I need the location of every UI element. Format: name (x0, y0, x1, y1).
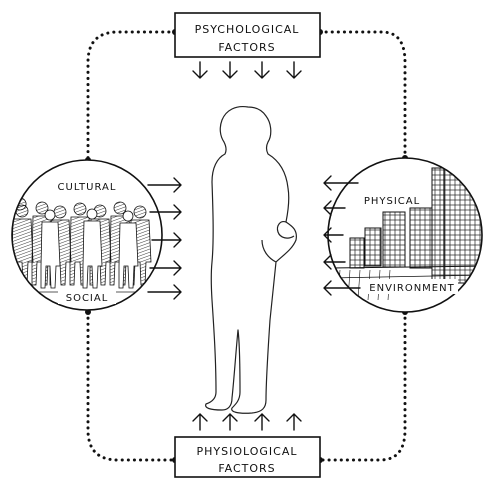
physiological-label: PHYSIOLOGICAL (196, 445, 297, 458)
physical-label: PHYSICAL (364, 196, 420, 207)
social-label: SOCIAL (66, 293, 109, 304)
standing-person-outline (205, 105, 297, 414)
cultural-label: CULTURAL (58, 182, 117, 193)
right-arrows (323, 175, 361, 296)
down-arrows (192, 61, 302, 79)
environment-label: ENVIRONMENT (369, 283, 454, 294)
cultural-social-circle: CULTURAL SOCIAL (11, 159, 163, 311)
psychological-factors-label: FACTORS (218, 41, 275, 54)
crowd-illustration (12, 197, 162, 293)
physical-environment-circle: PHYSICAL ENVIRONMENT (327, 157, 483, 313)
psychological-label: PSYCHOLOGICAL (195, 23, 300, 36)
physiological-factors-label: FACTORS (218, 462, 275, 475)
physiological-factors-box: PHYSIOLOGICAL FACTORS (174, 436, 321, 478)
left-arrows (147, 177, 182, 300)
psychological-factors-box: PSYCHOLOGICAL FACTORS (174, 12, 321, 58)
up-arrows (192, 413, 302, 431)
